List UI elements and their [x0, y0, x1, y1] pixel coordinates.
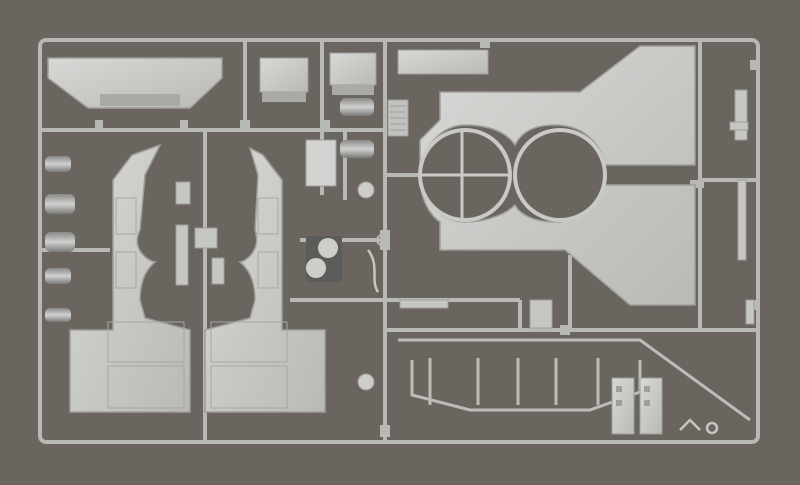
side-panel-left — [69, 143, 191, 413]
bottom-center-bracket — [399, 299, 553, 329]
right-edge-parts — [729, 89, 755, 325]
chassis-floor-plate — [418, 45, 696, 306]
textured-tab — [387, 99, 409, 137]
bracket-blocks — [611, 377, 663, 435]
small-boxes-top — [259, 49, 489, 102]
middle-detail-parts — [305, 139, 388, 391]
cylinder-parts — [45, 98, 374, 322]
chevron-panel-top-left — [47, 57, 223, 109]
hook-parts — [366, 249, 719, 435]
side-panel-right — [204, 146, 326, 413]
center-small-parts — [175, 181, 225, 286]
